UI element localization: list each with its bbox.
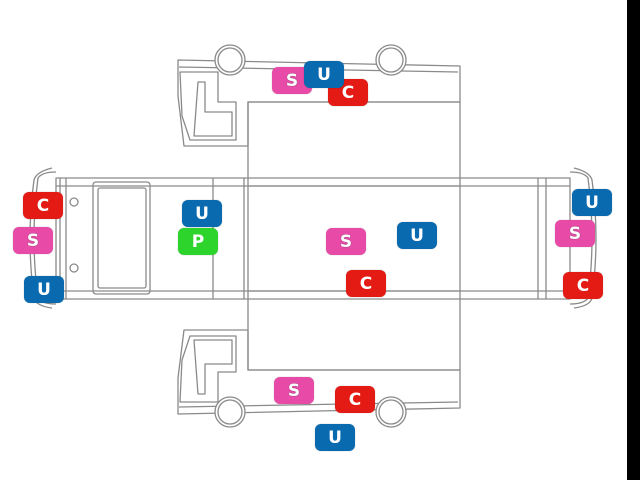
marker-rear-s[interactable]: S <box>555 220 595 247</box>
marker-front-s[interactable]: S <box>13 227 53 254</box>
marker-rear-c[interactable]: C <box>563 272 603 299</box>
marker-roof-c[interactable]: C <box>346 270 386 297</box>
marker-front-u[interactable]: U <box>24 276 64 303</box>
marker-bottom-side-c[interactable]: C <box>335 386 375 413</box>
marker-bottom-side-u[interactable]: U <box>315 424 355 451</box>
marker-front-c[interactable]: C <box>23 192 63 219</box>
marker-roof-u[interactable]: U <box>397 222 437 249</box>
marker-top-side-u[interactable]: U <box>304 61 344 88</box>
marker-rear-u[interactable]: U <box>572 189 612 216</box>
marker-cab-p[interactable]: P <box>178 228 218 255</box>
marker-roof-s[interactable]: S <box>326 228 366 255</box>
van-body-top-view <box>55 101 571 371</box>
marker-bottom-side-s[interactable]: S <box>274 377 314 404</box>
bottom-side-view <box>177 329 461 428</box>
right-edge-bar <box>627 0 640 480</box>
marker-cab-u[interactable]: U <box>182 200 222 227</box>
